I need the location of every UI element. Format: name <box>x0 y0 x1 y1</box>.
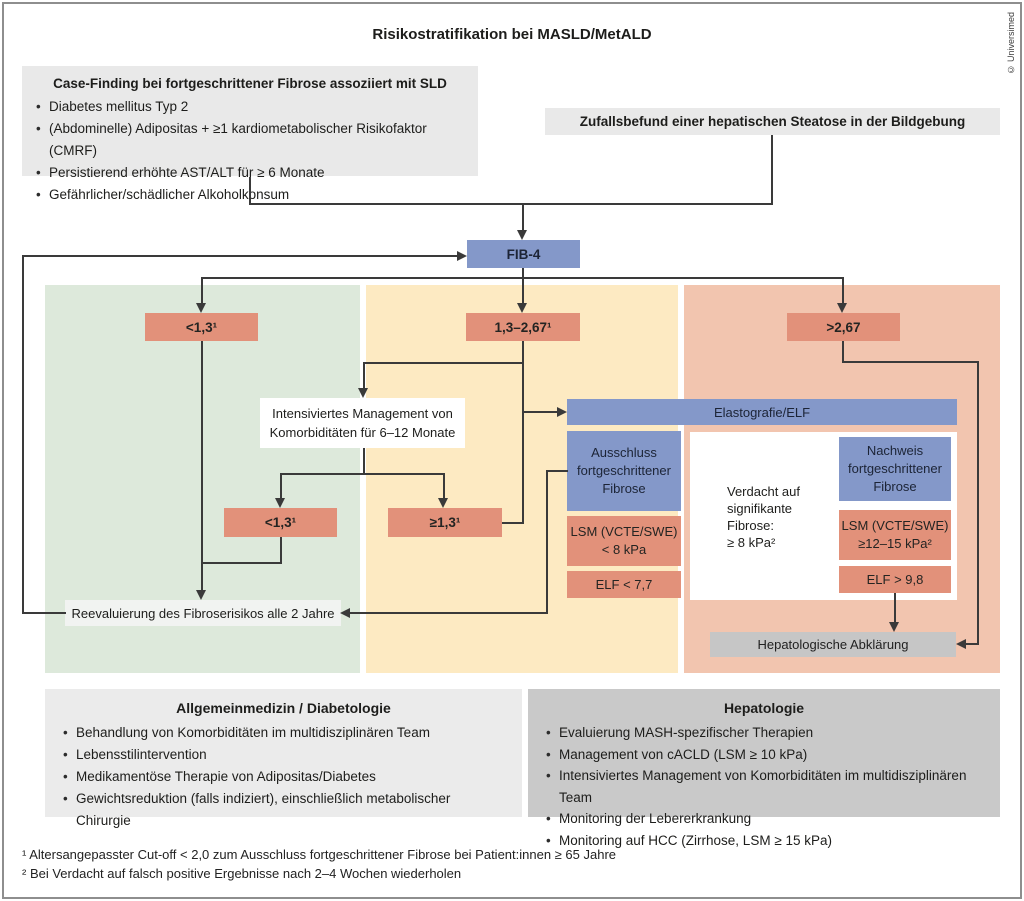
flow-line <box>350 612 548 614</box>
exclusion-lsm-box: LSM (VCTE/SWE) < 8 kPa <box>567 516 681 566</box>
flow-line <box>363 448 365 475</box>
flow-line <box>546 470 548 614</box>
flow-line <box>280 473 445 475</box>
arrowhead-down <box>275 498 285 508</box>
general-medicine-item: Lebensstilintervention <box>59 744 508 766</box>
case-finding-item: Persistierend erhöhte AST/ALT für ≥ 6 Mo… <box>32 162 468 184</box>
case-finding-box: Case-Finding bei fortgeschrittener Fibro… <box>22 66 478 206</box>
hepatology-item: Monitoring der Lebererkrankung <box>542 808 986 830</box>
flow-line <box>546 470 568 472</box>
reevaluation-box: Reevaluierung des Fibroserisikos alle 2 … <box>65 600 341 626</box>
hepatology-item: Management von cACLD (LSM ≥ 10 kPa) <box>542 744 986 766</box>
exclusion-fibrosis-box: Ausschluss fortgeschrittener Fibrose <box>567 431 681 511</box>
flow-line <box>894 593 896 624</box>
general-medicine-panel-title: Allgemeinmedizin / Diabetologie <box>176 700 391 716</box>
general-medicine-item: Gewichtsreduktion (falls indiziert), ein… <box>59 788 508 832</box>
flow-line <box>502 522 523 524</box>
arrowhead-down <box>438 498 448 508</box>
case-finding-title: Case-Finding bei fortgeschrittener Fibro… <box>53 76 447 91</box>
figure-title: Risikostratifikation bei MASLD/MetALD <box>372 26 652 43</box>
copyright-credit: © Universimed <box>1006 12 1016 75</box>
flow-line <box>522 278 524 304</box>
hepatology-item: Intensiviertes Management von Komorbidit… <box>542 765 986 808</box>
flow-line <box>249 177 251 204</box>
confirmation-elf-box: ELF > 9,8 <box>839 566 951 593</box>
flow-line <box>842 278 844 304</box>
arrowhead-down <box>517 230 527 240</box>
hepatology-panel-title: Hepatologie <box>723 700 805 716</box>
arrowhead-right <box>557 407 567 417</box>
flow-line <box>22 255 24 614</box>
arrowhead-left <box>340 608 350 618</box>
footnotes: ¹ Altersangepasster Cut-off < 2,0 zum Au… <box>22 845 742 883</box>
fib4-intermediate-cutoff-box: 1,3–2,67¹ <box>466 313 580 341</box>
elastography-elf-box: Elastografie/ELF <box>567 399 957 425</box>
flow-line <box>201 278 203 304</box>
case-finding-item: (Abdominelle) Adipositas + ≥1 kardiometa… <box>32 118 468 162</box>
flow-line <box>201 341 203 591</box>
arrowhead-down <box>889 622 899 632</box>
flow-line <box>363 362 365 389</box>
hepatology-item: Monitoring auf HCC (Zirrhose, LSM ≥ 15 k… <box>542 830 986 852</box>
arrowhead-right <box>457 251 467 261</box>
arrowhead-left <box>956 639 966 649</box>
footnote-2: ² Bei Verdacht auf falsch positive Ergeb… <box>22 866 462 881</box>
fib4-low-cutoff-box: <1,3¹ <box>145 313 258 341</box>
arrowhead-down <box>837 303 847 313</box>
flow-line <box>201 562 282 564</box>
arrowhead-down <box>196 590 206 600</box>
exclusion-elf-box: ELF < 7,7 <box>567 571 681 598</box>
comorbidity-management-box: Intensiviertes Management von Komorbidit… <box>260 398 465 448</box>
flow-line <box>249 203 773 205</box>
flow-line <box>966 643 979 645</box>
retest-low-cutoff-box: <1,3¹ <box>224 508 337 537</box>
general-medicine-panel: Allgemeinmedizin / Diabetologie Behandlu… <box>45 689 522 828</box>
fib4-high-cutoff-box: >2,67 <box>787 313 900 341</box>
flow-line <box>443 473 445 499</box>
flow-line <box>22 255 457 257</box>
flow-line <box>842 361 979 363</box>
confirmation-fibrosis-box: Nachweis fortgeschrittener Fibrose <box>839 437 951 501</box>
flow-line <box>280 473 282 499</box>
footnote-1: ¹ Altersangepasster Cut-off < 2,0 zum Au… <box>22 847 617 862</box>
flow-line <box>771 135 773 204</box>
general-medicine-item: Behandlung von Komorbiditäten im multidi… <box>59 722 508 744</box>
arrowhead-down <box>196 303 206 313</box>
flow-line <box>842 341 844 363</box>
retest-high-cutoff-box: ≥1,3¹ <box>388 508 502 537</box>
flow-line <box>522 411 558 413</box>
suspicion-significant-fibrosis-text: Verdacht auf signifikante Fibrose: ≥ 8 k… <box>727 484 800 550</box>
flow-line <box>280 537 282 564</box>
arrowhead-down <box>517 303 527 313</box>
case-finding-item: Gefährlicher/schädlicher Alkoholkonsum <box>32 184 468 206</box>
incidental-finding-box: Zufallsbefund einer hepatischen Steatose… <box>545 108 1000 135</box>
arrowhead-down <box>358 388 368 398</box>
hepatology-item: Evaluierung MASH-spezifischer Therapien <box>542 722 986 744</box>
flow-line <box>522 203 524 231</box>
hepatology-panel: Hepatologie Evaluierung MASH-spezifische… <box>528 689 1000 851</box>
flow-line <box>22 612 66 614</box>
flow-line <box>522 268 524 278</box>
case-finding-item: Diabetes mellitus Typ 2 <box>32 96 468 118</box>
confirmation-lsm-box: LSM (VCTE/SWE) ≥12–15 kPa² <box>839 510 951 560</box>
fib4-box: FIB-4 <box>467 240 580 268</box>
flow-line <box>977 361 979 645</box>
flow-line <box>363 362 523 364</box>
general-medicine-item: Medikamentöse Therapie von Adipositas/Di… <box>59 766 508 788</box>
hepatology-referral-box: Hepatologische Abklärung <box>710 632 956 657</box>
flow-line <box>522 341 524 524</box>
